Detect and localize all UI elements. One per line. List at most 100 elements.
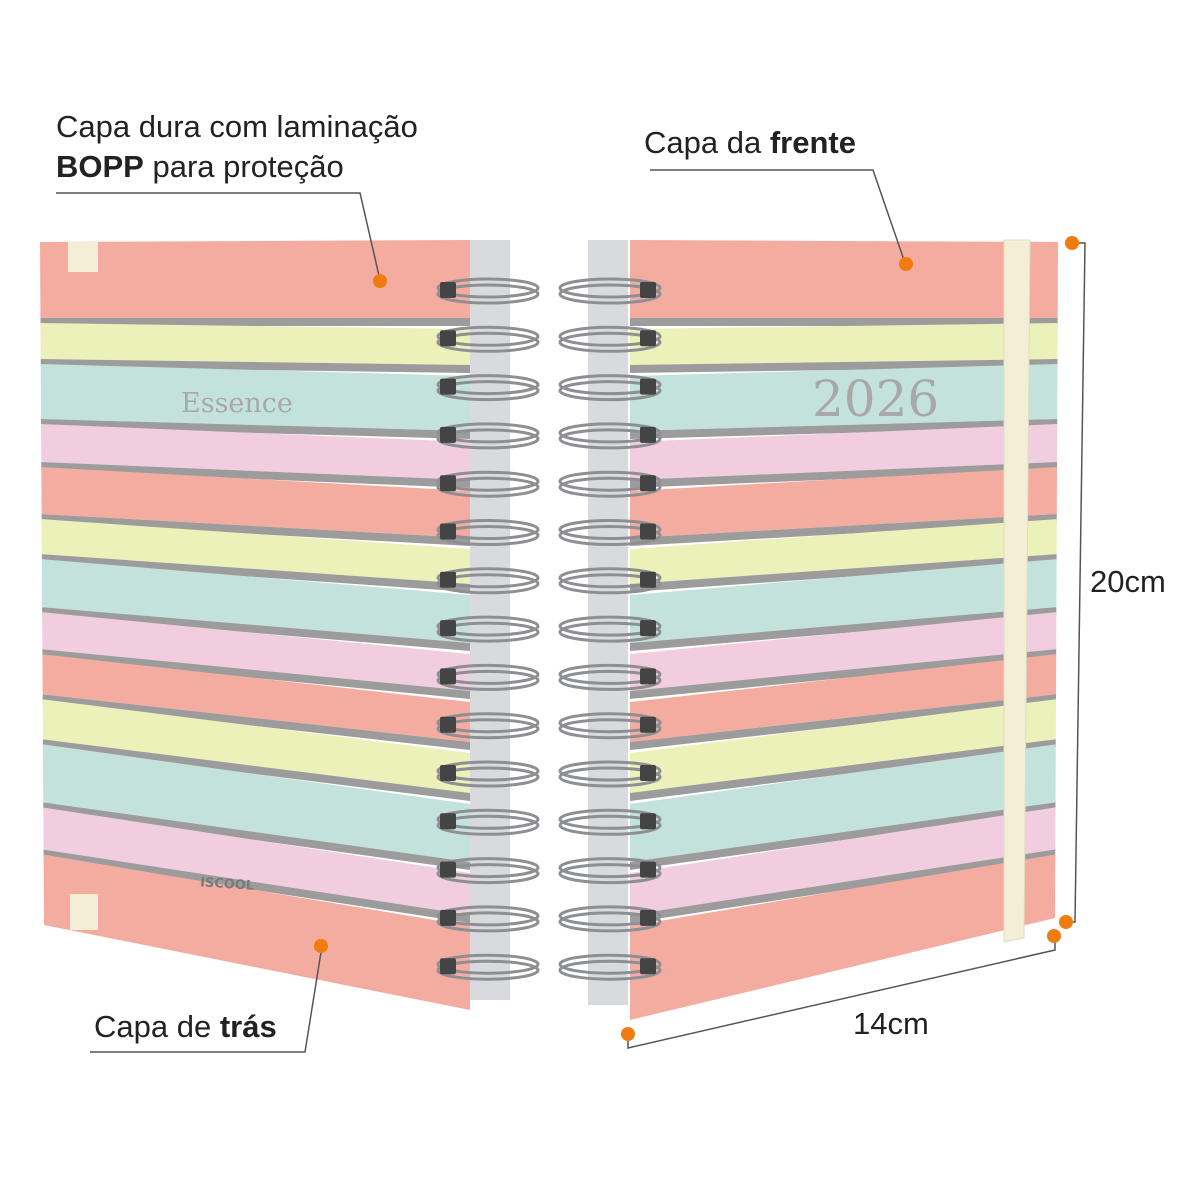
annotation-dots	[314, 236, 1079, 1041]
spiral-ring	[558, 953, 662, 975]
back-prefix: Capa de	[94, 1009, 220, 1044]
stripe-mint	[40, 744, 470, 862]
spiral-ring	[436, 525, 540, 546]
spiral-ring	[558, 959, 662, 981]
spiral-ring	[558, 476, 662, 498]
spiral-ring	[436, 760, 540, 782]
back-title: Essence	[181, 388, 293, 419]
spiral-ring	[558, 718, 662, 740]
spiral-ring	[436, 669, 540, 691]
stripe-pink	[40, 424, 470, 480]
front-prefix: Capa da	[644, 125, 770, 160]
back-material-line1: Capa dura com laminação	[56, 109, 418, 144]
stripe-yellow	[40, 699, 470, 793]
spiral-ring	[558, 760, 662, 782]
spiral-ring	[558, 669, 662, 691]
stripe-yellow	[630, 699, 1058, 793]
spiral-ring	[558, 621, 662, 643]
back-material-label: Capa dura com laminação BOPP para proteç…	[56, 107, 418, 187]
stripe-divider	[630, 462, 1058, 488]
spiral-ring	[436, 567, 540, 589]
spiral-ring	[436, 615, 540, 637]
punch-hole	[640, 378, 656, 395]
punch-hole	[640, 475, 656, 492]
back-pages	[470, 240, 510, 1000]
spiral-ring	[558, 422, 662, 444]
spiral-ring	[558, 567, 662, 589]
spiral-ring	[558, 470, 662, 492]
spiral-ring	[558, 808, 662, 830]
spiral-ring	[436, 277, 540, 299]
stripe-divider	[630, 607, 1058, 651]
stripe-salmon	[40, 654, 470, 742]
stripe-salmon	[630, 654, 1058, 742]
spiral-ring	[436, 422, 540, 444]
spiral-ring	[558, 525, 662, 546]
punch-hole	[440, 475, 456, 492]
punch-hole	[640, 571, 656, 588]
bopp-text: BOPP	[56, 149, 144, 184]
stripe-divider	[630, 419, 1058, 439]
punch-hole	[640, 523, 656, 540]
stripe-salmon	[40, 467, 470, 538]
front-bold: frente	[769, 125, 856, 160]
stripe-divider	[40, 318, 470, 326]
punch-hole	[440, 378, 456, 395]
punch-hole	[640, 620, 656, 637]
spiral-ring	[436, 857, 540, 879]
spiral-ring	[558, 277, 662, 299]
punch-hole	[440, 765, 456, 781]
spiral-ring	[436, 718, 540, 740]
stripe-pink	[40, 612, 470, 691]
stripe-mint	[630, 364, 1058, 431]
punch-hole	[640, 282, 656, 298]
back-material-rest: para proteção	[143, 149, 344, 184]
spiral-ring	[436, 621, 540, 643]
spiral-ring	[558, 573, 662, 595]
back-cover-label: Capa de trás	[94, 1007, 277, 1047]
punch-hole	[640, 426, 656, 443]
punch-hole	[440, 571, 456, 588]
height-dimension: 20cm	[1090, 564, 1166, 599]
punch-hole	[440, 716, 456, 733]
spiral-ring	[558, 283, 662, 305]
stripe-divider	[40, 849, 470, 923]
spiral-ring	[436, 953, 540, 975]
spiral-ring	[558, 519, 662, 540]
stripe-yellow	[40, 519, 470, 584]
punch-hole	[440, 620, 456, 637]
spiral-ring	[558, 615, 662, 637]
stripe-divider	[40, 514, 470, 546]
punch-hole	[640, 909, 656, 926]
stripe-mint	[40, 364, 470, 431]
stripe-pink	[630, 424, 1058, 480]
stripe-yellow	[40, 323, 470, 365]
punch-hole	[440, 958, 456, 975]
stripe-salmon	[630, 240, 1058, 318]
stripe-mint	[630, 559, 1058, 643]
stripe-salmon	[630, 467, 1058, 538]
stripe-mint	[630, 744, 1058, 862]
spiral-ring	[436, 428, 540, 450]
front-cover-label: Capa da frente	[644, 123, 856, 163]
punch-hole	[640, 716, 656, 733]
back-bold: trás	[219, 1009, 277, 1044]
stripe-salmon	[40, 854, 470, 1010]
punch-hole	[440, 668, 456, 685]
spiral-ring	[436, 476, 540, 498]
spiral-ring	[436, 470, 540, 492]
elastic-band	[1003, 239, 1031, 943]
punch-hole	[640, 765, 656, 781]
stripe-divider	[40, 554, 470, 592]
punch-hole	[440, 282, 456, 298]
spiral-ring	[558, 428, 662, 450]
spiral-ring	[436, 331, 540, 353]
punch-hole	[640, 813, 656, 830]
stripe-pink	[630, 807, 1058, 915]
spiral-ring	[436, 374, 540, 396]
stripe-salmon	[40, 240, 470, 318]
spiral-ring	[436, 325, 540, 347]
spiral-ring	[436, 863, 540, 885]
stripe-divider	[40, 359, 470, 373]
